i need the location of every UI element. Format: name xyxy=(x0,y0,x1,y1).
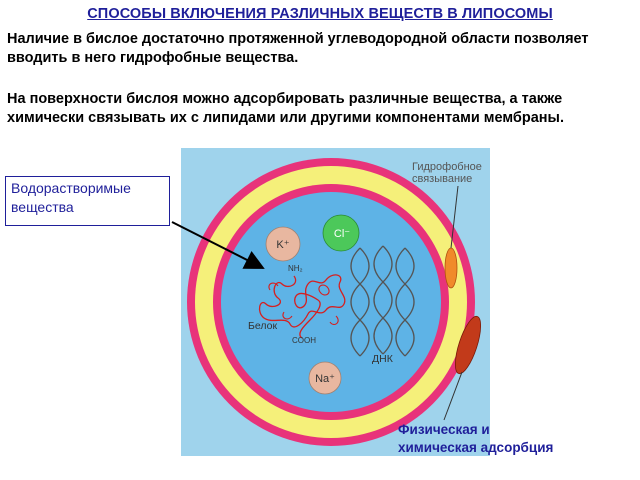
adsorption-label: Физическая и химическая адсорбция xyxy=(398,421,553,457)
hydrophobic-molecule xyxy=(444,247,458,289)
cl-ion xyxy=(322,214,360,252)
hydrophobic-pointer-line xyxy=(450,185,459,249)
dna-helices xyxy=(350,245,415,357)
hydrophobic-label-line1: Гидрофобное xyxy=(412,161,482,173)
water-soluble-arrow xyxy=(171,221,265,269)
na-ion xyxy=(308,361,342,395)
adsorbed-molecule xyxy=(454,315,482,375)
adsorption-pointer-line xyxy=(443,371,463,421)
na-ion-label: Na⁺ xyxy=(315,373,335,385)
hydrophobic-label-line2: связывание xyxy=(412,173,472,185)
k-ion xyxy=(265,226,301,262)
protein-chain xyxy=(258,274,346,339)
dna-label: ДНК xyxy=(372,353,394,365)
water-soluble-callout: Водорастворимые вещества xyxy=(5,176,170,226)
k-ion-label: K⁺ xyxy=(276,239,289,251)
protein-nh2-label: NH₂ xyxy=(288,264,303,273)
protein-label: Белок xyxy=(248,320,277,332)
adsorption-label-line1: Физическая и xyxy=(398,422,490,437)
adsorption-label-line2: химическая адсорбция xyxy=(398,440,554,455)
slide-title: СПОСОБЫ ВКЛЮЧЕНИЯ РАЗЛИЧНЫХ ВЕЩЕСТВ В ЛИ… xyxy=(87,6,553,22)
protein-chain-loops xyxy=(268,282,339,325)
cl-ion-label: Cl⁻ xyxy=(334,228,350,240)
paragraph-adsorption: На поверхности бислоя можно адсорбироват… xyxy=(7,91,564,126)
paragraph-hydrophobic: Наличие в бислое достаточно протяженной … xyxy=(7,31,589,66)
protein-cooh-label: COOH xyxy=(292,336,316,345)
